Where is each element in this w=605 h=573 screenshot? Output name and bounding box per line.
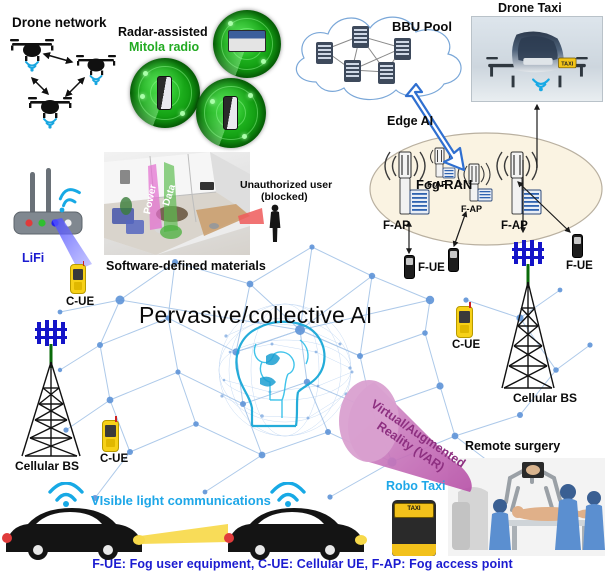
edge-ai-label: Edge AI: [387, 114, 434, 128]
remote-surgery-label: Remote surgery: [465, 439, 561, 453]
c-ue-lifi-label: C-UE: [66, 296, 95, 308]
c-ue-right-label: C-UE: [452, 339, 481, 351]
drone-network-label: Drone network: [12, 15, 107, 30]
f-ap-mid-small: [457, 162, 493, 202]
car-left: [2, 482, 145, 560]
software-defined-materials-image: Power Data: [104, 152, 250, 255]
f-ap-right-label: F-AP: [501, 220, 528, 232]
drone-bottom: [28, 97, 72, 129]
f-ue-right-label: F-UE: [566, 260, 593, 272]
cellular-bs-left-label: Cellular BS: [15, 459, 80, 473]
cellular-bs-right: [501, 240, 555, 389]
c-ue-bottom-label: C-UE: [100, 453, 129, 465]
mitola-radio-label: Mitola radio: [129, 40, 200, 54]
pervasive-ai-brain-globe: [218, 303, 354, 437]
surgeon-right: [555, 484, 581, 550]
robo-taxi-label: Robo Taxi: [386, 479, 446, 493]
bbu-pool-label: BBU Pool: [392, 19, 452, 34]
blocked-beam-and-person: [238, 204, 281, 242]
f-ap-top-small-label: F-AP: [427, 179, 447, 189]
cellular-bs-right-label: Cellular BS: [513, 391, 578, 405]
lifi-light-beam: [52, 218, 92, 270]
unauthorized-user-label-line1: Unauthorized user: [240, 179, 333, 191]
f-ap-top-small: [430, 147, 456, 179]
car-right: [224, 482, 367, 560]
drone-top-left: [10, 39, 54, 72]
robo-taxi-vehicle: TAXI: [392, 500, 436, 556]
antenna-array-icon: [512, 240, 544, 266]
var-cone: Virtual/Augmented Reality (VAR): [339, 380, 472, 492]
f-ap-mid-small-label: F-AP: [461, 204, 482, 214]
edge-ai-bidirectional-arrow: [404, 82, 466, 172]
radar-assisted-label: Radar-assisted: [118, 25, 208, 39]
f-ue-1-device: [404, 255, 415, 279]
unauthorized-user-label-line2: (blocked): [261, 191, 308, 203]
software-defined-materials-label: Software-defined materials: [106, 259, 266, 273]
drone-top-right: [76, 55, 116, 86]
f-ap-right: [496, 151, 542, 215]
visible-light-communications-label: VIsible light communications: [91, 493, 271, 508]
taxi-sign: TAXI: [393, 503, 435, 518]
person-silhouette: [269, 204, 281, 242]
antenna-array-icon: [35, 320, 67, 346]
surgeon-left: [489, 499, 511, 550]
legend-bar: F-UE: Fog user equipment, C-UE: Cellular…: [0, 557, 605, 571]
f-ue-3-device: [572, 234, 583, 258]
f-ue-mid-label: F-UE: [418, 262, 445, 274]
page-title: Pervasive/collective AI: [139, 302, 373, 328]
drone-taxi-label: Drone Taxi: [498, 1, 562, 15]
f-ap-left-label: F-AP: [383, 220, 410, 232]
bbu-servers: [316, 26, 411, 84]
drone-taxi-image: TAXI: [471, 16, 603, 102]
drone-network-group: [10, 39, 116, 129]
lifi-user-phone: [70, 260, 86, 294]
c-ue-bottom-device: [102, 416, 119, 452]
c-ue-right-device: [456, 302, 473, 338]
radar-node-phone-right: [196, 78, 266, 148]
vehicle-vlc-group: [2, 482, 367, 560]
surgeon-far-right: [583, 491, 605, 550]
f-ap-left: [384, 151, 430, 215]
bbu-pool-cloud: [295, 16, 462, 101]
lifi-label: LiFi: [22, 251, 45, 265]
svg-text:TAXI: TAXI: [561, 61, 574, 67]
f-ue-2-device: [448, 248, 459, 272]
remote-surgery-image: [448, 458, 605, 556]
radar-node-phone-left: [130, 58, 200, 128]
cellular-bs-left: [21, 320, 81, 457]
radar-node-laptop: [213, 10, 281, 78]
fog-ran-label: Fog-RAN: [416, 177, 473, 192]
legend-text: F-UE: Fog user equipment, C-UE: Cellular…: [92, 557, 513, 571]
